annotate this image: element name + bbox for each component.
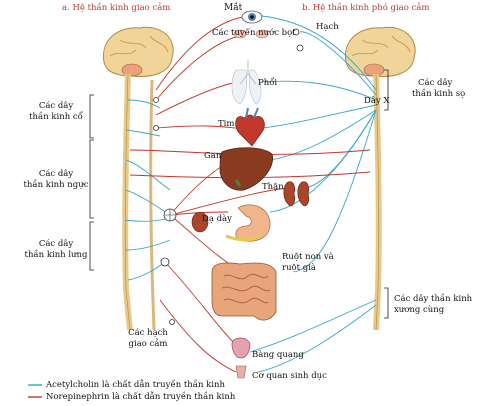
label-lungs: Phổi bbox=[258, 78, 278, 88]
sympathetic-chain bbox=[149, 79, 156, 331]
label-genitals: Cơ quan sinh dục bbox=[252, 371, 327, 381]
kidney bbox=[283, 181, 310, 207]
label-bladder: Bàng quang bbox=[252, 350, 304, 360]
lungs bbox=[231, 60, 262, 105]
label-stomach: Dạ dày bbox=[202, 214, 232, 224]
right-brain bbox=[344, 26, 416, 77]
stomach bbox=[225, 204, 271, 242]
legend-ne-text: Norepinephrin là chất dẫn truyền thần ki… bbox=[46, 392, 236, 402]
salivary-glands bbox=[233, 29, 269, 39]
header-sympathetic: a. Hệ thần kinh giao cảm bbox=[62, 3, 171, 13]
left-brackets bbox=[89, 94, 94, 271]
heart bbox=[235, 107, 265, 147]
label-thoracic-line2: thần kinh ngực bbox=[23, 180, 89, 190]
label-salivary-glands: Các tuyến nước bọt bbox=[212, 28, 296, 38]
label-intestine-line1: Ruột non và bbox=[282, 252, 334, 262]
label-kidney: Thận bbox=[262, 182, 284, 192]
left-brain bbox=[102, 26, 174, 77]
label-heart: Tim bbox=[218, 119, 235, 129]
label-sympathetic-ganglia-line1: Các hạch bbox=[128, 328, 168, 338]
label-lumbar-line2: thần kinh lưng bbox=[24, 250, 88, 260]
label-cranial-line1: Các dây bbox=[418, 78, 453, 88]
label-sacral-line1: Các dây thần kinh bbox=[394, 294, 473, 304]
liver bbox=[219, 147, 274, 191]
legend-ach-text: Acetylcholin là chất dẫn truyền thần kin… bbox=[46, 380, 225, 390]
eye bbox=[241, 10, 263, 24]
label-eye: Mắt bbox=[224, 3, 243, 13]
label-ganglion: Hạch bbox=[316, 22, 339, 32]
label-sympathetic-ganglia-line2: giao cảm bbox=[128, 339, 168, 349]
label-thoracic-line1: Các dây bbox=[38, 169, 74, 179]
header-parasympathetic: b. Hệ thần kinh phó giao cảm bbox=[302, 3, 430, 13]
label-intestine-line2: ruột già bbox=[282, 263, 316, 273]
genitals bbox=[235, 365, 247, 379]
label-liver: Gan bbox=[204, 151, 222, 161]
label-vagus-nerve: Dây X bbox=[364, 96, 390, 106]
right-brackets bbox=[384, 69, 389, 319]
bladder bbox=[231, 337, 251, 359]
label-sacral-line2: xương cùng bbox=[394, 305, 445, 315]
label-lumbar-line1: Các dây bbox=[38, 239, 74, 249]
label-cervical-line1: Các dây bbox=[38, 101, 74, 111]
label-cervical-line2: thần kinh cổ bbox=[29, 112, 83, 122]
intestines bbox=[211, 262, 277, 321]
label-cranial-line2: thần kinh sọ bbox=[412, 89, 466, 99]
spleen bbox=[191, 211, 209, 233]
